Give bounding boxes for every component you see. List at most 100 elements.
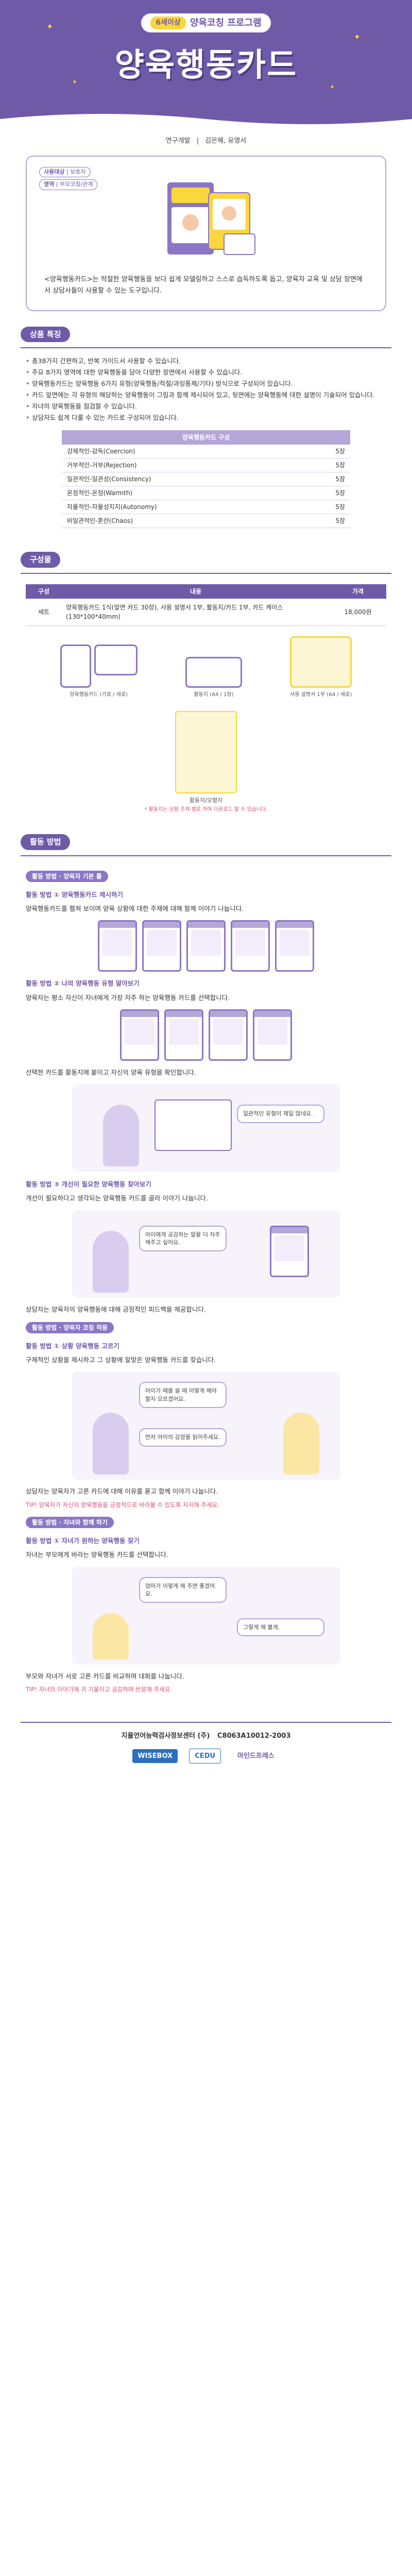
usage-step: 상담자는 양육자의 양육행동에 대해 긍정적인 피드백을 제공합니다. xyxy=(26,1305,206,1313)
logo-row: WISEBOX CEDU 마인드프레스 xyxy=(21,1748,391,1764)
star-icon: ✦ xyxy=(329,83,335,91)
author-label: 연구개발 xyxy=(165,137,191,145)
mini-card xyxy=(164,1009,203,1061)
usage-step: 상담자는 양육자가 고른 카드에 대해 이유를 묻고 함께 이야기 나눕니다. xyxy=(26,1487,218,1496)
spec-col-name: 구성 xyxy=(26,584,62,599)
tip-text: TIP! 자녀의 이야기에 귀 기울이고 공감하며 반응해 주세요. xyxy=(26,1685,172,1693)
spec-col-price: 가격 xyxy=(330,584,386,599)
mini-card xyxy=(209,1009,248,1061)
center-title: 활동지/모형지 xyxy=(189,796,223,804)
usage-step: 활동 방법 ② 나의 양육행동 유형 알아보기 xyxy=(26,979,140,988)
feature-item: 주요 8가지 영역에 대한 양육행동을 담아 다양한 장면에서 사용할 수 있습… xyxy=(26,367,386,378)
hero-banner: ✦ ✦ ✦ ✦ 6세이상 양육코칭 프로그램 양육행동카드 xyxy=(0,0,412,129)
activity-sheet xyxy=(154,1099,232,1151)
tip-text: TIP! 양육자가 자신의 양육행동을 긍정적으로 바라볼 수 있도록 지지해 … xyxy=(26,1501,219,1509)
composition-item: 사용 설명서 1부 (A4 / 세로) xyxy=(290,636,352,699)
author-sep: | xyxy=(196,137,199,145)
target-tag: 사용대상 | 보호자 xyxy=(39,166,91,177)
usage-block-1: 활동 방법 · 양육자 기본 틀 활동 방법 ① 양육행동카드 제시하기 양육행… xyxy=(26,870,386,1172)
usage-step: 개선이 필요하다고 생각되는 양육행동 카드를 골라 이야기 나눕니다. xyxy=(26,1194,208,1202)
usage-section: 활동 방법 · 양육자 기본 틀 활동 방법 ① 양육행동카드 제시하기 양육행… xyxy=(21,855,391,1701)
person-figure xyxy=(93,1230,129,1293)
usage-step: 양육행동카드를 펼쳐 보이며 양육 상황에 대한 주제에 대해 함께 이야기 나… xyxy=(26,905,244,913)
features-section: 총38가지 간편하고, 반복 가이드서 사용할 수 있습니다. 주요 8가지 영… xyxy=(21,347,391,536)
speech-bubble: 먼저 아이의 감정을 읽어주세요. xyxy=(139,1428,227,1447)
mini-card xyxy=(270,1225,309,1277)
usage-step: 양육자는 평소 자신이 자녀에게 가장 자주 하는 양육행동 카드를 선택합니다… xyxy=(26,993,230,1002)
mini-card xyxy=(98,920,137,972)
spec-content: 양육행동카드 1식(앞면 카드 30장), 사용 설명서 1부, 활동지/카드 … xyxy=(62,598,330,626)
mini-card xyxy=(231,920,270,972)
star-icon: ✦ xyxy=(353,32,360,42)
usage-block-2: 활동 방법 ③ 개선이 필요한 양육행동 찾아보기 개선이 필요하다고 생각되는… xyxy=(26,1179,386,1315)
feature-item: 상담자도 쉽게 다룰 수 있는 카드로 구성되어 있습니다. xyxy=(26,412,386,423)
mini-card xyxy=(253,1009,292,1061)
speech-bubble: 그렇게 해 볼게. xyxy=(237,1618,324,1636)
usage-header: 활동 방법 xyxy=(21,834,71,850)
card-row xyxy=(26,920,386,972)
manual-thumb xyxy=(290,636,352,688)
product-illustration xyxy=(167,182,255,255)
speech-bubble: 일관적인 유형이 제일 많네요. xyxy=(237,1105,324,1123)
feature-item: 자녀의 양육행동을 점검할 수 있습니다. xyxy=(26,401,386,412)
table-row: 강제적인-감독(Coercion)5장 xyxy=(62,445,350,459)
intro-description: <양육행동카드>는 적절한 양육행동을 보다 쉽게 모델링하고 스스로 습득하도… xyxy=(44,275,363,295)
card-thumb xyxy=(94,644,138,675)
activity-scene: 일관적인 유형이 제일 많네요. xyxy=(72,1084,340,1172)
person-figure xyxy=(283,1413,319,1475)
usage-tag: 활동 방법 · 양육자 코칭 적용 xyxy=(26,1321,114,1333)
mini-card xyxy=(142,920,181,972)
footer-cert: 지율언어능력검사정보센터 (주) C8063A10012-2003 xyxy=(121,1732,291,1740)
speech-bubble: 엄마가 이렇게 해 주면 좋겠어요. xyxy=(139,1577,227,1603)
hero-subtitle-pill: 6세이상 양육코칭 프로그램 xyxy=(141,13,271,32)
product-image xyxy=(147,172,265,265)
usage-step: 자녀는 부모에게 바라는 양육행동 카드를 선택합니다. xyxy=(26,1551,168,1559)
activity-scene: 아이에게 공감하는 말을 더 자주 해주고 싶어요. xyxy=(72,1210,340,1298)
usage-step: 활동 방법 ① 양육행동카드 제시하기 xyxy=(26,890,123,899)
spec-table: 구성 내용 가격 세트 양육행동카드 1식(앞면 카드 30장), 사용 설명서… xyxy=(26,584,386,626)
activity-scene: 엄마가 이렇게 해 주면 좋겠어요. 그렇게 해 볼게. xyxy=(72,1566,340,1665)
hero-title: 양육행동카드 xyxy=(114,46,298,83)
composition-gallery: 양육행동카드 (가로 / 세로) 활동지 (A4 / 1장) 사용 설명서 1부… xyxy=(26,636,386,699)
activity-sheet-image xyxy=(175,710,237,793)
usage-tag: 활동 방법 · 자녀와 함께 하기 xyxy=(26,1517,114,1529)
speech-bubble: 아이가 떼를 쓸 때 어떻게 해야 할지 모르겠어요. xyxy=(139,1382,227,1409)
person-figure xyxy=(103,1105,139,1167)
table-header: 양육행동카드 구성 xyxy=(62,430,350,445)
mindpress-logo: 마인드프레스 xyxy=(237,1752,274,1760)
usage-step: 활동 방법 ③ 개선이 필요한 양육행동 찾아보기 xyxy=(26,1180,151,1189)
feature-item: 총38가지 간편하고, 반복 가이드서 사용할 수 있습니다. xyxy=(26,355,386,367)
usage-step: 선택한 카드를 활동지에 붙이고 자신의 양육 유형을 확인합니다. xyxy=(26,1068,196,1076)
features-header: 상품 특징 xyxy=(21,326,71,343)
spec-row: 세트 양육행동카드 1식(앞면 카드 30장), 사용 설명서 1부, 활동지/… xyxy=(26,598,386,626)
star-icon: ✦ xyxy=(72,78,78,86)
mini-card xyxy=(275,920,314,972)
target-tags: 사용대상 | 보호자 영역 | 부모코칭/관계 xyxy=(39,166,98,190)
speech-bubble: 아이에게 공감하는 말을 더 자주 해주고 싶어요. xyxy=(139,1225,227,1252)
activity-sheet-thumb xyxy=(185,656,242,688)
usage-step: 부모와 자녀가 서로 고른 카드를 비교하며 대화를 나눕니다. xyxy=(26,1672,184,1680)
composition-item: 양육행동카드 (가로 / 세로) xyxy=(60,644,138,699)
usage-step: 구체적인 상황을 제시하고 그 상황에 알맞은 양육행동 카드를 찾습니다. xyxy=(26,1356,216,1364)
composition-header: 구성물 xyxy=(21,552,61,568)
intro-box: 사용대상 | 보호자 영역 | 부모코칭/관계 <양육행동카드>는 적절한 양육… xyxy=(26,155,386,311)
person-figure xyxy=(93,1413,129,1475)
page: ✦ ✦ ✦ ✦ 6세이상 양육코칭 프로그램 양육행동카드 연구개발 | 김은혜… xyxy=(0,0,412,1774)
hero-wave xyxy=(0,114,412,129)
card-thumb xyxy=(60,644,91,688)
spec-name: 세트 xyxy=(26,598,62,626)
activity-scene: 아이가 떼를 쓸 때 어떻게 해야 할지 모르겠어요. 먼저 아이의 감정을 읽… xyxy=(72,1371,340,1480)
feature-item: 양육행동카드는 양육행동 6가지 유형(양육행동/적절/과잉통제/기타) 방식으… xyxy=(26,378,386,389)
hero-subtitle: 양육코칭 프로그램 xyxy=(190,18,262,28)
table-row: 일관적인-일관성(Consistency)5장 xyxy=(62,472,350,487)
usage-block-4: 활동 방법 · 자녀와 함께 하기 활동 방법 ① 자녀가 원하는 양육행동 찾… xyxy=(26,1517,386,1694)
star-icon: ✦ xyxy=(46,22,54,31)
usage-step: 활동 방법 ① 자녀가 원하는 양육행동 찾기 xyxy=(26,1537,140,1545)
wisebox-logo: WISEBOX xyxy=(132,1749,178,1764)
usage-block-3: 활동 방법 · 양육자 코칭 적용 활동 방법 ① 상황 양육행동 고르기 구체… xyxy=(26,1321,386,1510)
author-line: 연구개발 | 김은혜, 유영서 xyxy=(0,136,412,146)
spec-col-content: 내용 xyxy=(62,584,330,599)
table-row: 자율적인-자율성지지(Autonomy)5장 xyxy=(62,500,350,515)
composition-table: 양육행동카드 구성 강제적인-감독(Coercion)5장 거부적인-거부(Re… xyxy=(62,430,350,529)
composition-item: 활동지 (A4 / 1장) xyxy=(185,656,242,699)
